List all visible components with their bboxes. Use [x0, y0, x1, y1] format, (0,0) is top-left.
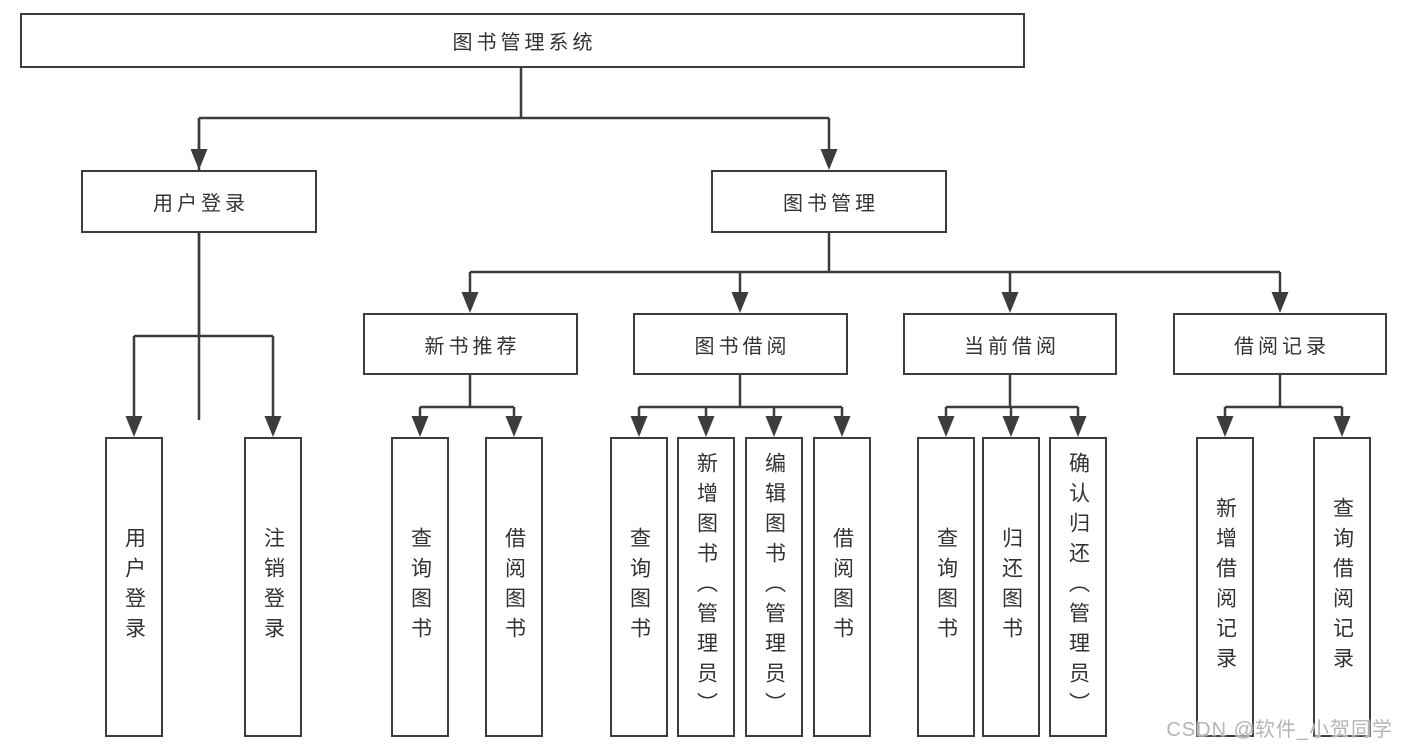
leaf-label: 归还图书: [999, 527, 1023, 647]
group-label: 当前借阅: [964, 335, 1060, 358]
csdn-watermark: CSDN @软件_小贺同学: [1166, 719, 1393, 741]
leaf-query-borrow-record: 查询借阅记录: [1313, 437, 1371, 737]
group-label: 图书借阅: [694, 335, 791, 358]
group-label: 新书推荐: [424, 335, 521, 358]
group-label: 借阅记录: [1234, 335, 1330, 358]
leaf-user-login: 用户登录: [105, 437, 163, 737]
connector-login-to-leaves: [125, 233, 282, 437]
connector-management-to-level3: [461, 233, 1289, 313]
leaf-logout: 注销登录: [244, 437, 302, 737]
leaf-label: 查询图书: [934, 527, 958, 647]
leaf-label: 借阅图书: [502, 527, 526, 647]
connector-newbooks-to-leaves: [411, 375, 523, 437]
leaf-return-book: 归还图书: [982, 437, 1040, 737]
leaf-query-books-newbooks: 查询图书: [391, 437, 449, 737]
connector-bookborrow-to-leaves: [630, 375, 851, 437]
leaf-label: 新增图书（管理员）: [694, 452, 718, 722]
root-node: 图书管理系统: [20, 13, 1025, 68]
group-node-new-book-recommend: 新书推荐: [363, 313, 578, 375]
leaf-label: 注销登录: [261, 527, 285, 647]
leaf-edit-book-admin: 编辑图书（管理员）: [745, 437, 803, 737]
leaf-query-books-currentborrow: 查询图书: [917, 437, 975, 737]
group-node-borrow-records: 借阅记录: [1173, 313, 1387, 375]
leaf-label: 用户登录: [122, 527, 146, 647]
book-management-node: 图书管理: [711, 170, 947, 233]
leaf-label: 查询借阅记录: [1330, 497, 1354, 677]
leaf-query-books-bookborrow: 查询图书: [610, 437, 668, 737]
leaf-label: 确认归还（管理员）: [1066, 452, 1090, 722]
leaf-borrow-books-newbooks: 借阅图书: [485, 437, 543, 737]
user-login-node: 用户登录: [81, 170, 317, 233]
leaf-label: 新增借阅记录: [1213, 497, 1237, 677]
leaf-borrow-books-bookborrow: 借阅图书: [813, 437, 871, 737]
leaf-label: 查询图书: [627, 527, 651, 647]
connector-root-to-level2: [190, 68, 838, 420]
connector-borrowrecords-to-leaves: [1216, 375, 1351, 437]
book-management-node-label: 图书管理: [783, 193, 879, 215]
group-node-book-borrow: 图书借阅: [633, 313, 848, 375]
group-node-current-borrow: 当前借阅: [903, 313, 1117, 375]
user-login-node-label: 用户登录: [153, 193, 249, 215]
connector-currentborrow-to-leaves: [937, 375, 1087, 437]
leaf-label: 编辑图书（管理员）: [762, 452, 786, 722]
leaf-add-borrow-record: 新增借阅记录: [1196, 437, 1254, 737]
leaf-label: 借阅图书: [830, 527, 854, 647]
root-node-label: 图书管理系统: [452, 32, 597, 54]
leaf-add-book-admin: 新增图书（管理员）: [677, 437, 735, 737]
leaf-label: 查询图书: [408, 527, 432, 647]
leaf-confirm-return-admin: 确认归还（管理员）: [1049, 437, 1107, 737]
